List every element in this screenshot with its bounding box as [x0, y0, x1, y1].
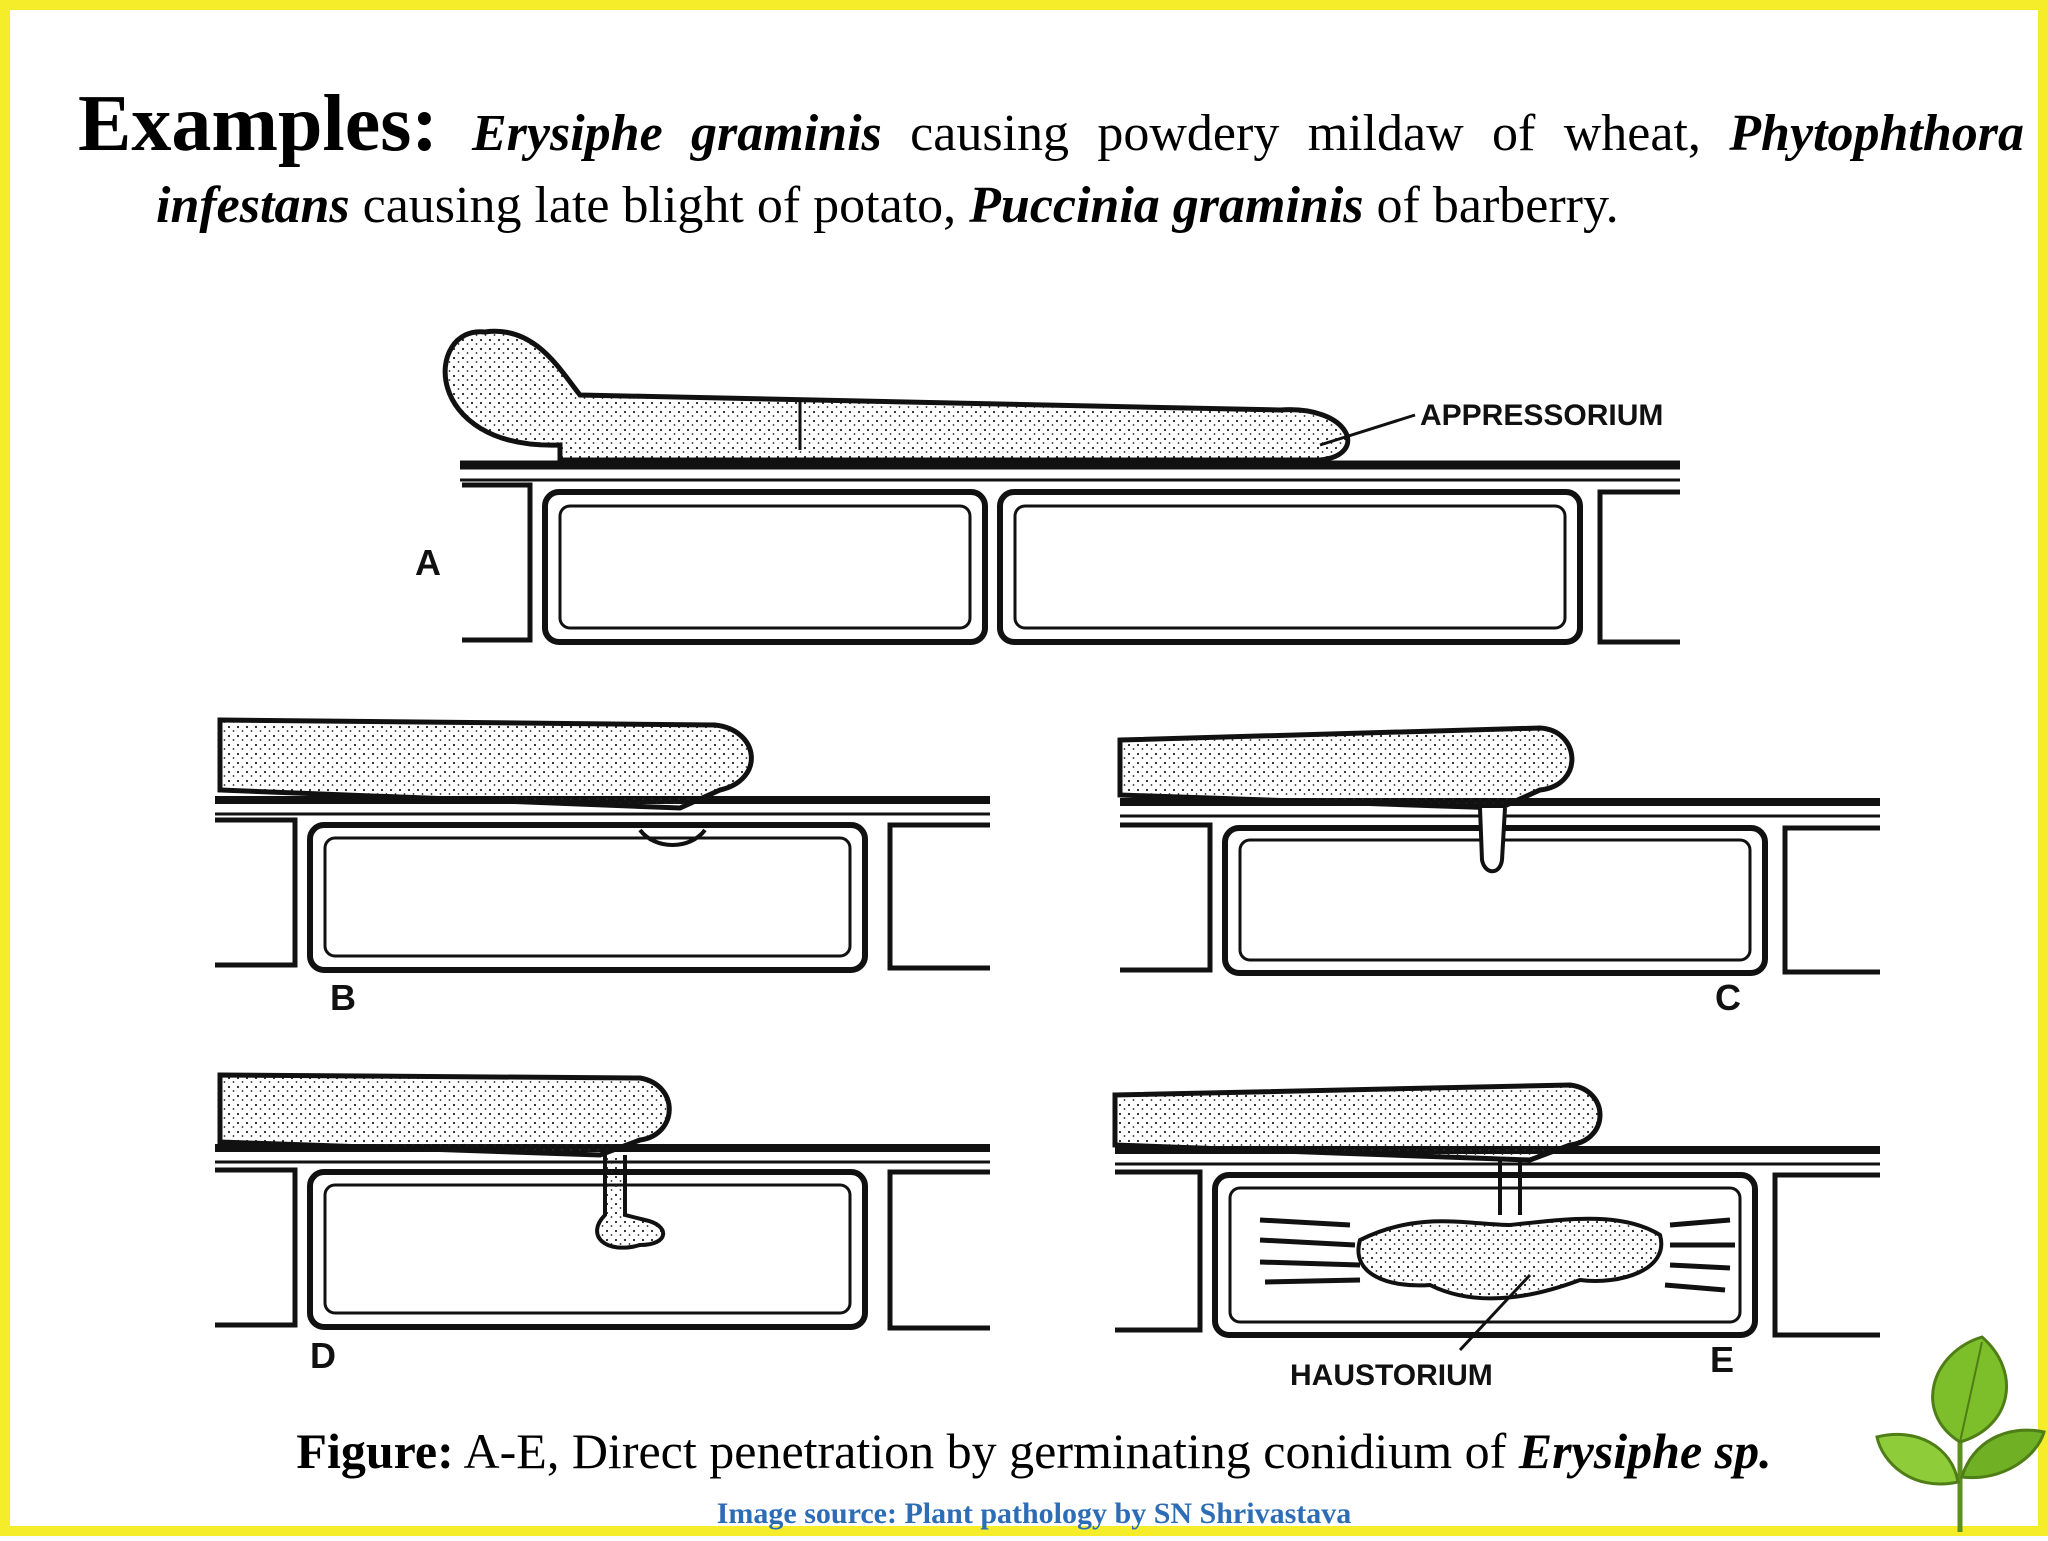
species-erysiphe: Erysiphe graminis	[472, 105, 882, 162]
penetration-figure: APPRESSORIUM A B	[200, 320, 1900, 1400]
leaf-icon	[1872, 1332, 2048, 1536]
panel-e-label: E	[1710, 1339, 1734, 1380]
species-puccinia: Puccinia graminis	[969, 177, 1364, 234]
examples-heading: Examples:	[78, 80, 438, 168]
species-phytophthora: Phytophthora infestans	[156, 105, 2024, 234]
caption-text: A-E, Direct penetration by germinating c…	[453, 1423, 1519, 1479]
panel-b-label: B	[330, 977, 356, 1018]
panel-e: HAUSTORIUM E	[1112, 1082, 1880, 1392]
examples-paragraph: Examples:Erysiphe graminis causing powde…	[78, 84, 2024, 242]
caption-lead: Figure:	[296, 1423, 454, 1479]
panel-a-label: A	[415, 542, 441, 583]
examples-text-1: causing powdery mildaw of wheat,	[881, 105, 1730, 162]
figure-caption: Figure: A-E, Direct penetration by germi…	[10, 1422, 2048, 1480]
caption-species: Erysiphe sp.	[1518, 1423, 1772, 1479]
panel-b: B	[215, 717, 990, 1018]
panel-c: C	[1117, 725, 1880, 1018]
haustorium-label: HAUSTORIUM	[1290, 1359, 1493, 1392]
panel-d: D	[215, 1072, 990, 1376]
image-source: Image source: Plant pathology by SN Shri…	[716, 1497, 1352, 1530]
panel-d-label: D	[310, 1335, 336, 1376]
panel-a: APPRESSORIUM A	[415, 328, 1680, 645]
examples-text-2: causing late blight of potato,	[349, 177, 970, 234]
penetration-diagram: APPRESSORIUM A B	[215, 328, 1880, 1392]
appressorium-label: APPRESSORIUM	[1420, 399, 1663, 432]
panel-c-label: C	[1715, 977, 1741, 1018]
examples-text-3: of barberry.	[1363, 177, 1619, 234]
